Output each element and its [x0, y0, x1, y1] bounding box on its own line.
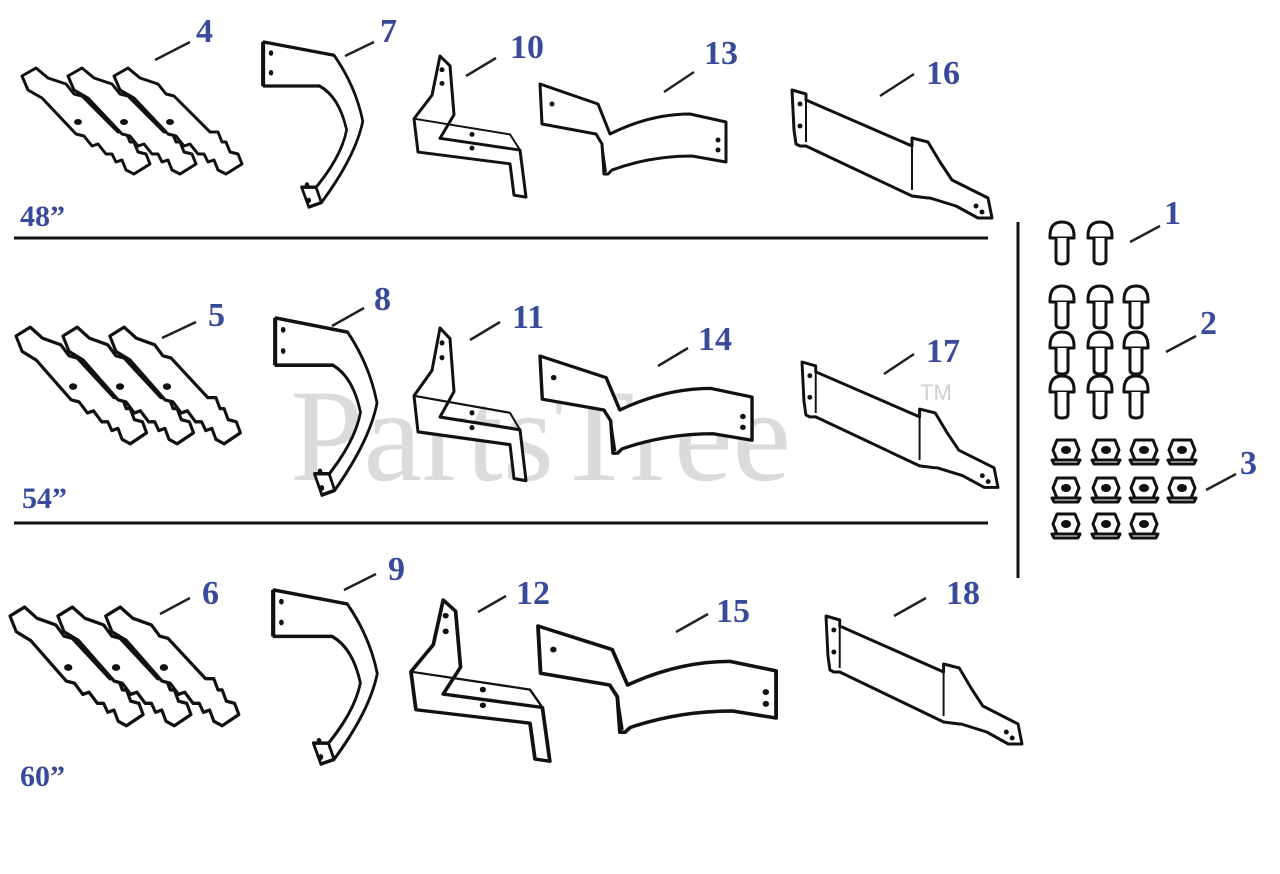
part-12-baffle[interactable] — [409, 598, 552, 764]
callout-18[interactable]: 18 — [946, 575, 980, 612]
leader-17 — [883, 352, 915, 376]
part-15-baffle[interactable] — [536, 624, 779, 735]
size-label-54: 54” — [22, 482, 67, 515]
leader-11 — [469, 320, 501, 342]
callout-17[interactable]: 17 — [926, 333, 960, 370]
size-label-60: 60” — [20, 760, 65, 793]
part-10-baffle[interactable] — [412, 54, 528, 199]
leader-8 — [331, 306, 365, 328]
leader-13 — [663, 70, 695, 94]
leader-18 — [893, 596, 927, 618]
leader-5 — [161, 320, 197, 340]
part-17-plate[interactable] — [800, 360, 1000, 489]
part-4-blades[interactable] — [22, 68, 242, 174]
size-label-48: 48” — [20, 200, 65, 233]
leader-12 — [477, 594, 507, 614]
callout-6[interactable]: 6 — [202, 575, 219, 612]
callout-1[interactable]: 1 — [1164, 195, 1181, 232]
callout-5[interactable]: 5 — [208, 297, 225, 334]
callout-12[interactable]: 12 — [516, 575, 550, 612]
watermark-tm: TM — [920, 380, 952, 405]
leader-14 — [657, 346, 689, 368]
callout-7[interactable]: 7 — [380, 13, 397, 50]
leader-1 — [1129, 224, 1161, 244]
leader-2 — [1165, 334, 1197, 354]
part-3-nuts[interactable] — [1050, 438, 1198, 540]
leader-4 — [154, 40, 191, 62]
callout-13[interactable]: 13 — [704, 35, 738, 72]
leader-6 — [159, 596, 191, 616]
callout-14[interactable]: 14 — [698, 321, 732, 358]
part-16-plate[interactable] — [790, 88, 994, 220]
callout-8[interactable]: 8 — [374, 281, 391, 318]
leader-9 — [343, 572, 377, 592]
part-6-blades[interactable] — [10, 607, 239, 726]
part-7-baffle[interactable] — [260, 40, 365, 209]
part-2-bolts[interactable] — [1048, 284, 1150, 420]
part-18-plate[interactable] — [824, 614, 1024, 746]
leader-16 — [879, 72, 915, 98]
part-9-baffle[interactable] — [270, 588, 380, 766]
callout-2[interactable]: 2 — [1200, 305, 1217, 342]
part-1-bolts[interactable] — [1048, 220, 1114, 266]
callout-15[interactable]: 15 — [716, 593, 750, 630]
leader-10 — [465, 56, 497, 78]
callout-4[interactable]: 4 — [196, 13, 213, 50]
callout-3[interactable]: 3 — [1240, 445, 1257, 482]
leader-15 — [675, 612, 709, 634]
callout-11[interactable]: 11 — [512, 299, 544, 336]
part-13-baffle[interactable] — [538, 82, 728, 176]
callout-10[interactable]: 10 — [510, 29, 544, 66]
callout-9[interactable]: 9 — [388, 551, 405, 588]
leader-7 — [344, 40, 375, 58]
part-5-blades[interactable] — [16, 327, 240, 444]
callout-16[interactable]: 16 — [926, 55, 960, 92]
leader-3 — [1205, 472, 1237, 492]
